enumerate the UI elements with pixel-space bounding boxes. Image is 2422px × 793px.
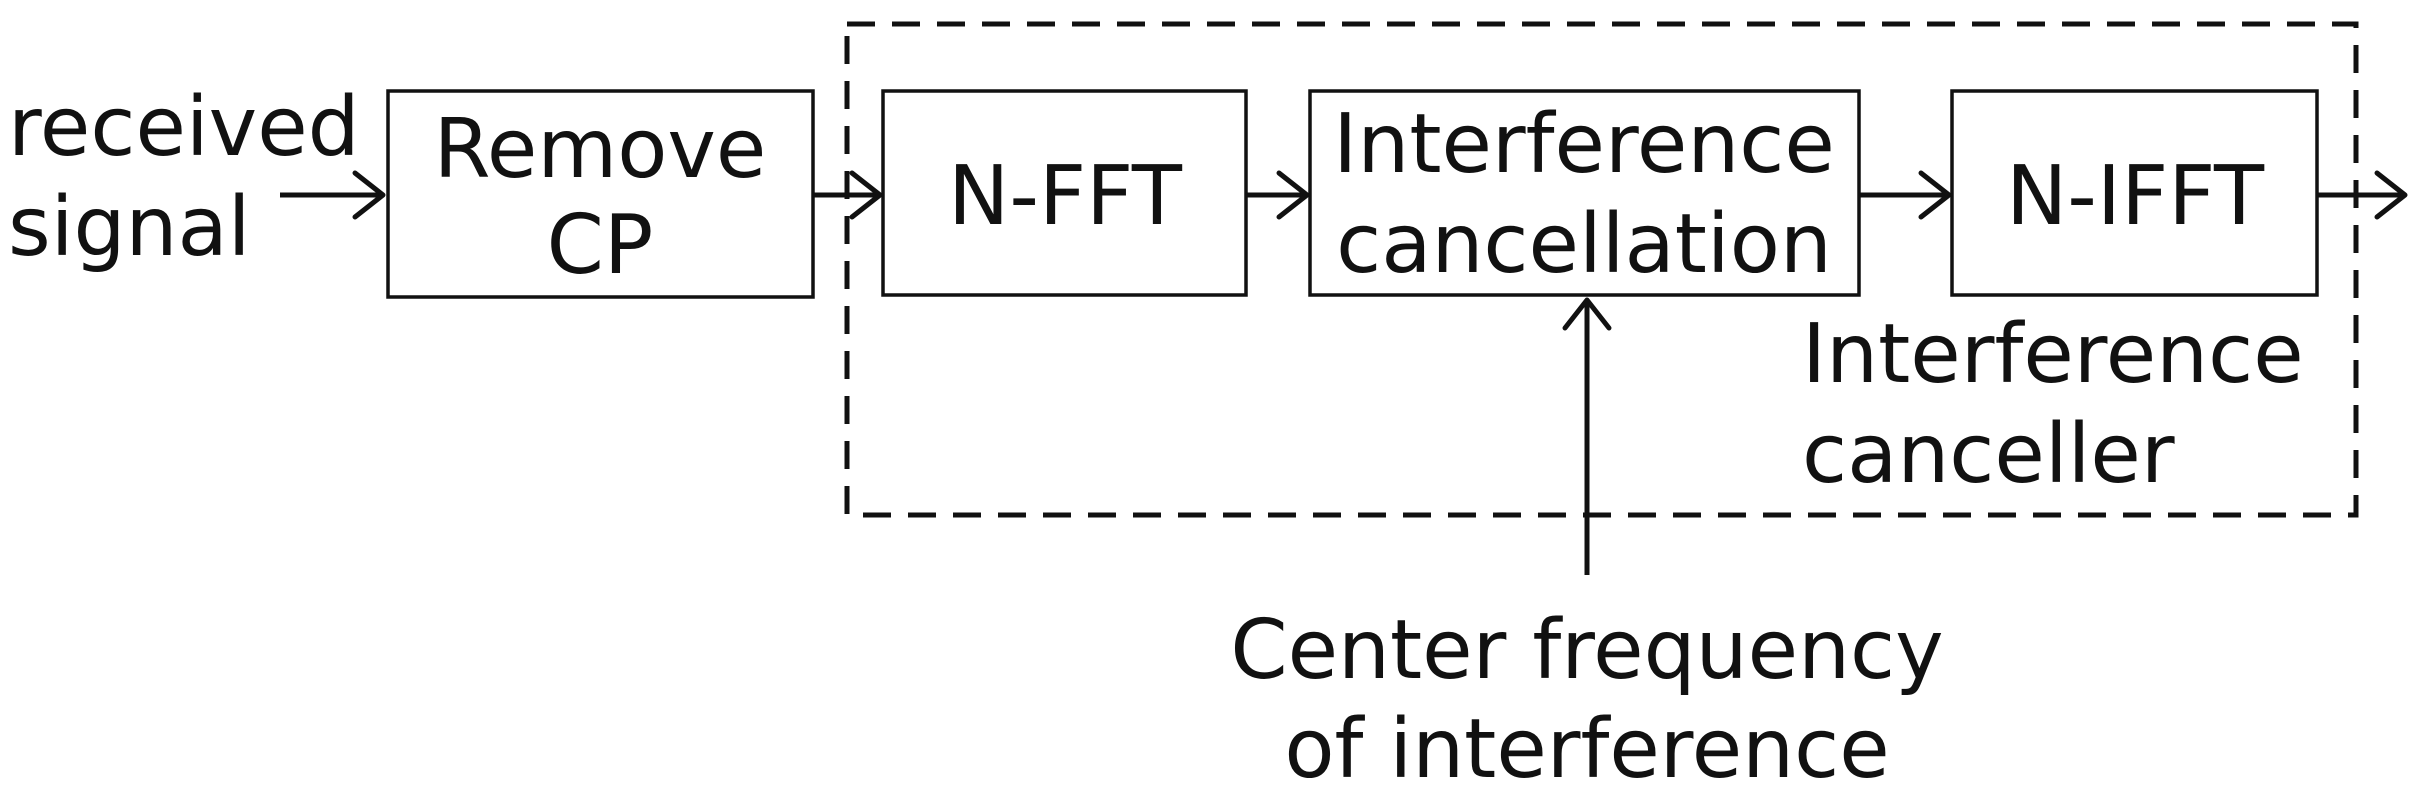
center-frequency-label: Center frequency of interference	[1230, 603, 1943, 793]
remove-cp-label-line-1: Remove	[434, 102, 767, 197]
arrow-output	[2317, 170, 2408, 220]
ifft-block: N-IFFT	[1950, 89, 2319, 297]
received-signal-label-line-2: signal	[8, 180, 251, 275]
interference-canceller-label-line-2: canceller	[1802, 407, 2175, 502]
arrow-center-frequency-to-cancellation	[1562, 297, 1612, 575]
interference-canceller-label-line-1: Interference	[1802, 307, 2304, 402]
ifft-label: N-IFFT	[2006, 149, 2265, 244]
remove-cp-block: Remove CP	[386, 89, 815, 299]
remove-cp-label-line-2: CP	[547, 198, 654, 293]
center-frequency-label-line-1: Center frequency	[1230, 603, 1943, 698]
arrow-input-to-remove-cp	[280, 170, 386, 220]
interference-canceller-group	[844, 21, 2359, 518]
center-frequency-label-line-2: of interference	[1284, 702, 1889, 793]
arrow-cancellation-to-ifft	[1859, 170, 1952, 220]
received-signal-label: received signal	[8, 80, 360, 275]
interference-cancellation-label-line-2: cancellation	[1336, 197, 1832, 292]
interference-cancellation-label-line-1: Interference	[1333, 97, 1835, 192]
received-signal-label-line-1: received	[8, 80, 360, 175]
interference-cancellation-block: Interference cancellation	[1308, 89, 1861, 297]
interference-canceller-label: Interference canceller	[1802, 307, 2304, 502]
fft-label: N-FFT	[948, 149, 1183, 244]
arrow-fft-to-cancellation	[1246, 170, 1310, 220]
fft-block: N-FFT	[881, 89, 1248, 297]
